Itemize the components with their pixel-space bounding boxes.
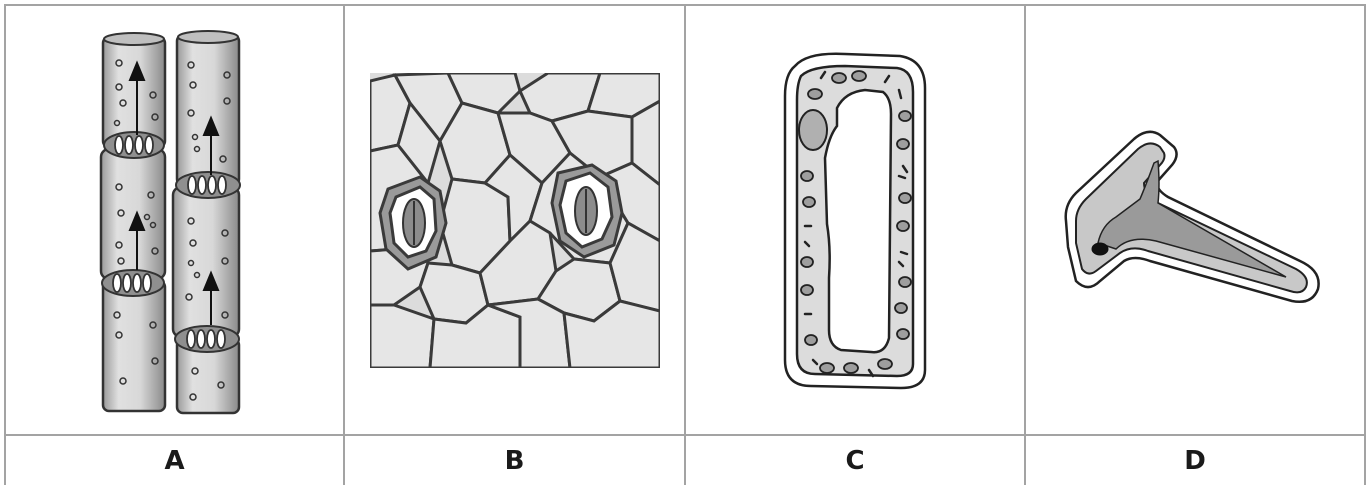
panel-b-image [345, 4, 686, 436]
xylem-vessel-cells-icon [95, 25, 255, 415]
leaf-epidermis-stomata-icon [370, 73, 660, 368]
panel-a-image [4, 4, 345, 436]
panel-b-label: B [345, 436, 686, 485]
panel-a-label: A [4, 436, 345, 485]
root-hair-cell-icon [1060, 125, 1330, 315]
panel-d-label: D [1026, 436, 1366, 485]
panel-c-label: C [686, 436, 1026, 485]
palisade-cell-icon [775, 48, 935, 393]
panel-d-image [1026, 4, 1366, 436]
diagram-table: A B C D [4, 4, 1368, 485]
panel-c-image [686, 4, 1026, 436]
